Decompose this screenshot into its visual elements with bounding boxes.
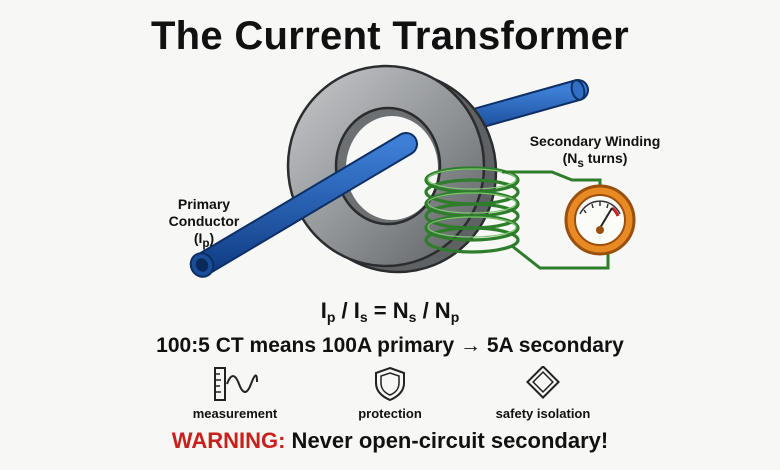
formula-sub-3: s [408,309,417,325]
formula-term-4: / N [416,298,451,323]
current-transformer-illustration [189,64,636,278]
warning-banner: WARNING: Never open-circuit secondary! [0,428,780,454]
formula-term-3: = N [367,298,409,323]
formula-sub-2: s [359,309,368,325]
warning-text: Never open-circuit secondary! [285,428,609,453]
formula-term-2: / I [335,298,360,323]
application-measurement: measurement [160,366,310,421]
primary-symbol-base: (I [193,230,203,246]
application-label: safety isolation [495,406,591,421]
formula-sub-1: p [326,309,336,325]
warning-tag: WARNING: [171,428,286,453]
ratio-example: 100:5 CT means 100A primary → 5A seconda… [156,334,624,357]
primary-label-line1: Primary [177,196,231,212]
ammeter-icon [564,184,636,256]
diagram-title: The Current Transformer [150,14,630,58]
primary-label-line2: Conductor [168,213,240,229]
primary-symbol-end: ) [209,230,215,246]
secondary-symbol-base: (N [562,150,578,166]
application-safety-isolation: safety isolation [468,366,618,421]
meter-sine-icon [214,367,258,401]
formula-sub-4: p [450,309,460,325]
formula-term-1: I [320,298,327,323]
application-label: protection [358,406,422,421]
primary-symbol-sub: p [202,236,210,250]
secondary-winding-coils [424,166,520,254]
secondary-label-line1: Secondary Winding [529,133,661,149]
application-label: measurement [192,406,278,421]
primary-conductor-label: Primary Conductor (Ip) [158,196,250,252]
ratio-formula: Ip / Is = Ns / Np [0,298,780,325]
secondary-symbol-end: turns) [583,150,628,166]
shield-icon [375,366,405,402]
secondary-symbol-sub: s [577,156,584,170]
application-protection: protection [315,366,465,421]
conductor-far-end [570,79,586,101]
diamond-isolation-icon [526,366,560,399]
secondary-lead-bottom [511,244,610,270]
secondary-winding-label: Secondary Winding (Ns turns) [520,133,670,172]
